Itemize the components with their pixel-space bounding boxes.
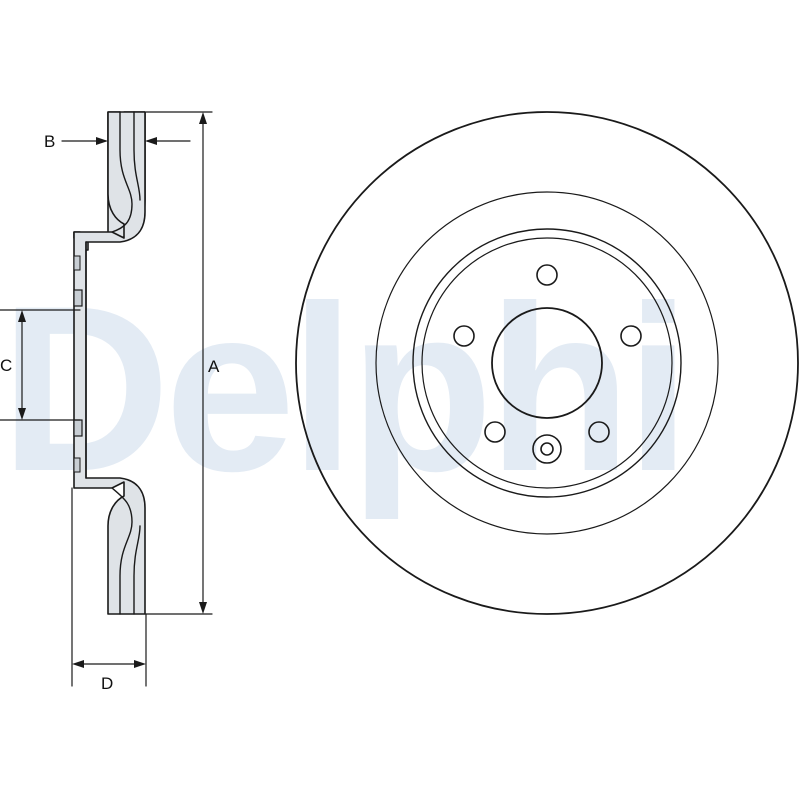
delphi-watermark: Delphi [0,257,685,521]
dimension-b-label: B [44,132,55,151]
dimension-b: B [44,132,191,151]
dimension-d: D [71,487,147,693]
front-view [295,111,799,615]
bolt-hole-2 [620,325,642,347]
dimension-c: C [0,309,81,421]
dimension-d-label: D [101,674,113,693]
bolt-hole-5 [453,325,475,347]
vent-channel-bottom-inner [133,525,141,615]
flange-mark-4 [73,457,81,473]
dimension-a-label: A [208,357,220,376]
locating-hole-outer [532,434,562,464]
flange-mark-3 [73,255,81,271]
bolt-hole-3 [588,421,610,443]
side-view [73,111,146,615]
disc-profile [73,111,146,615]
flange-mark-2 [73,419,83,437]
bolt-hole-4 [484,421,506,443]
hat-outer-edge [412,228,682,498]
dimension-a: A [145,111,220,615]
dimension-c-label: C [0,356,12,375]
vent-channel-bottom [111,487,133,615]
friction-ring-inner-edge [375,191,719,535]
disc-outer-edge [295,111,799,615]
hat-inner-edge [421,237,673,489]
vent-channel-top-inner [133,111,141,201]
bolt-hole-1 [536,264,558,286]
vent-channel-top [111,111,133,233]
flange-mark-1 [73,289,83,307]
locating-hole-inner [540,442,554,456]
centre-bore [491,307,603,419]
